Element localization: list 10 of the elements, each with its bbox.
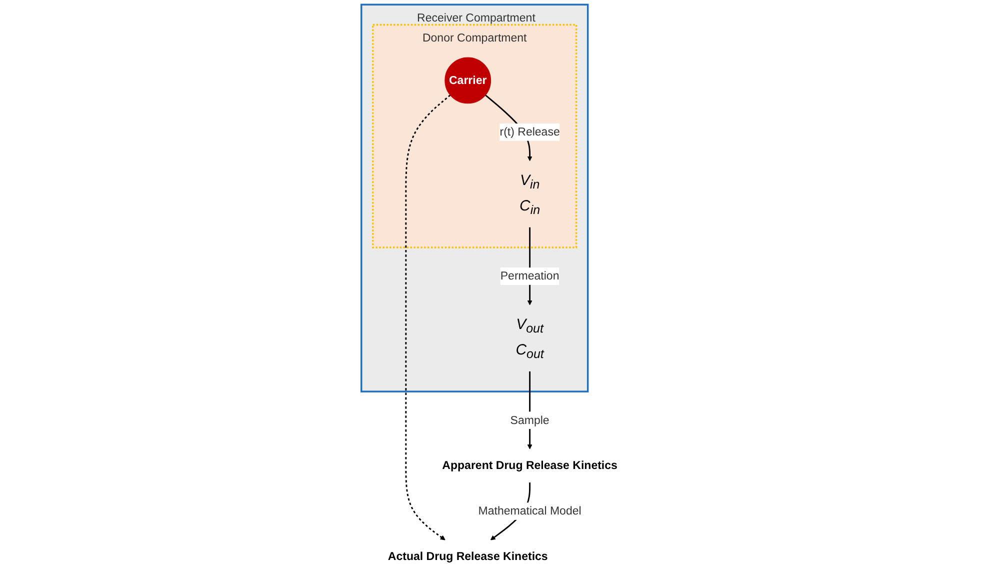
edge-label: r(t) Release (499, 126, 560, 138)
node-text: V$_{out}$ C$_{out}$ (515, 315, 544, 361)
arrow (404, 94, 450, 540)
node-text: V$_{in}$ C$_{in}$ (519, 171, 540, 217)
node-circle: Carrier (444, 57, 491, 104)
node-text: Actual Drug Release Kinetics (387, 550, 548, 564)
node-text: Apparent Drug Release Kinetics (442, 459, 617, 472)
edge-label: Mathematical Model (478, 504, 581, 518)
edge-label: Sample (510, 414, 549, 427)
edge-label: Permeation (500, 270, 559, 283)
